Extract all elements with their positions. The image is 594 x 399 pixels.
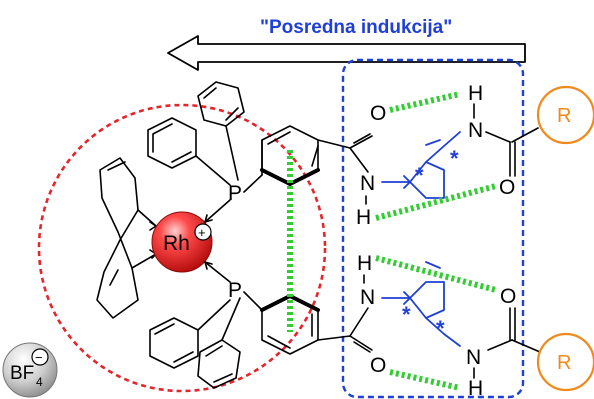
phosphorus-top: P bbox=[228, 182, 242, 205]
hydrogen-bond-region bbox=[341, 58, 525, 399]
hydrogen-4: H bbox=[468, 377, 483, 399]
oxygen-4: O bbox=[500, 285, 516, 308]
phosphorus-bottom: P bbox=[228, 279, 242, 302]
hydrogen-3: H bbox=[357, 252, 372, 275]
r-group-bottom-label: R bbox=[557, 352, 571, 374]
phenyl-ring bbox=[197, 297, 241, 389]
lower-arene bbox=[260, 293, 351, 355]
upper-chiral-backbone bbox=[381, 131, 461, 199]
counterion: BF 4 − bbox=[2, 342, 58, 398]
lower-chiral-backbone bbox=[381, 261, 461, 347]
phenyl-ring bbox=[147, 117, 231, 186]
stereo-center-4: * bbox=[436, 316, 445, 341]
phenyl-ring bbox=[197, 81, 245, 181]
metal-center-region bbox=[37, 103, 327, 393]
stereo-center-2: * bbox=[450, 146, 459, 171]
oxygen-1: O bbox=[370, 102, 386, 125]
nitrogen-1: N bbox=[360, 172, 375, 195]
stereo-center-3: * bbox=[402, 302, 411, 327]
hydrogen-bond bbox=[375, 183, 497, 221]
hydrogen-1: H bbox=[356, 206, 371, 229]
counterion-charge: − bbox=[35, 350, 43, 365]
upper-arene bbox=[260, 125, 351, 187]
cod-ligand bbox=[96, 157, 157, 319]
hydrogen-bond bbox=[389, 91, 461, 113]
rhodium-center: Rh + bbox=[151, 211, 213, 273]
left-arrow-outline-icon bbox=[167, 35, 526, 71]
hydrogen-bond bbox=[375, 255, 497, 293]
rh-label: Rh bbox=[163, 232, 190, 255]
title-text: "Posredna indukcija" bbox=[260, 17, 452, 38]
oxygen-2: O bbox=[499, 176, 515, 199]
rh-charge: + bbox=[198, 225, 206, 240]
oxygen-3: O bbox=[370, 354, 386, 377]
r-group-top-label: R bbox=[557, 105, 571, 127]
stereo-center-1: * bbox=[415, 163, 424, 188]
r-group-bottom bbox=[536, 332, 594, 392]
counterion-label: BF bbox=[10, 363, 34, 384]
counterion-subscript: 4 bbox=[36, 375, 43, 389]
hydrogen-2: H bbox=[468, 82, 483, 105]
phenyl-ring bbox=[149, 299, 231, 369]
nitrogen-4: N bbox=[466, 346, 481, 369]
r-group-top bbox=[536, 85, 594, 145]
hydrogen-bond bbox=[389, 369, 461, 391]
nitrogen-2: N bbox=[468, 119, 483, 142]
nitrogen-3: N bbox=[360, 286, 375, 309]
